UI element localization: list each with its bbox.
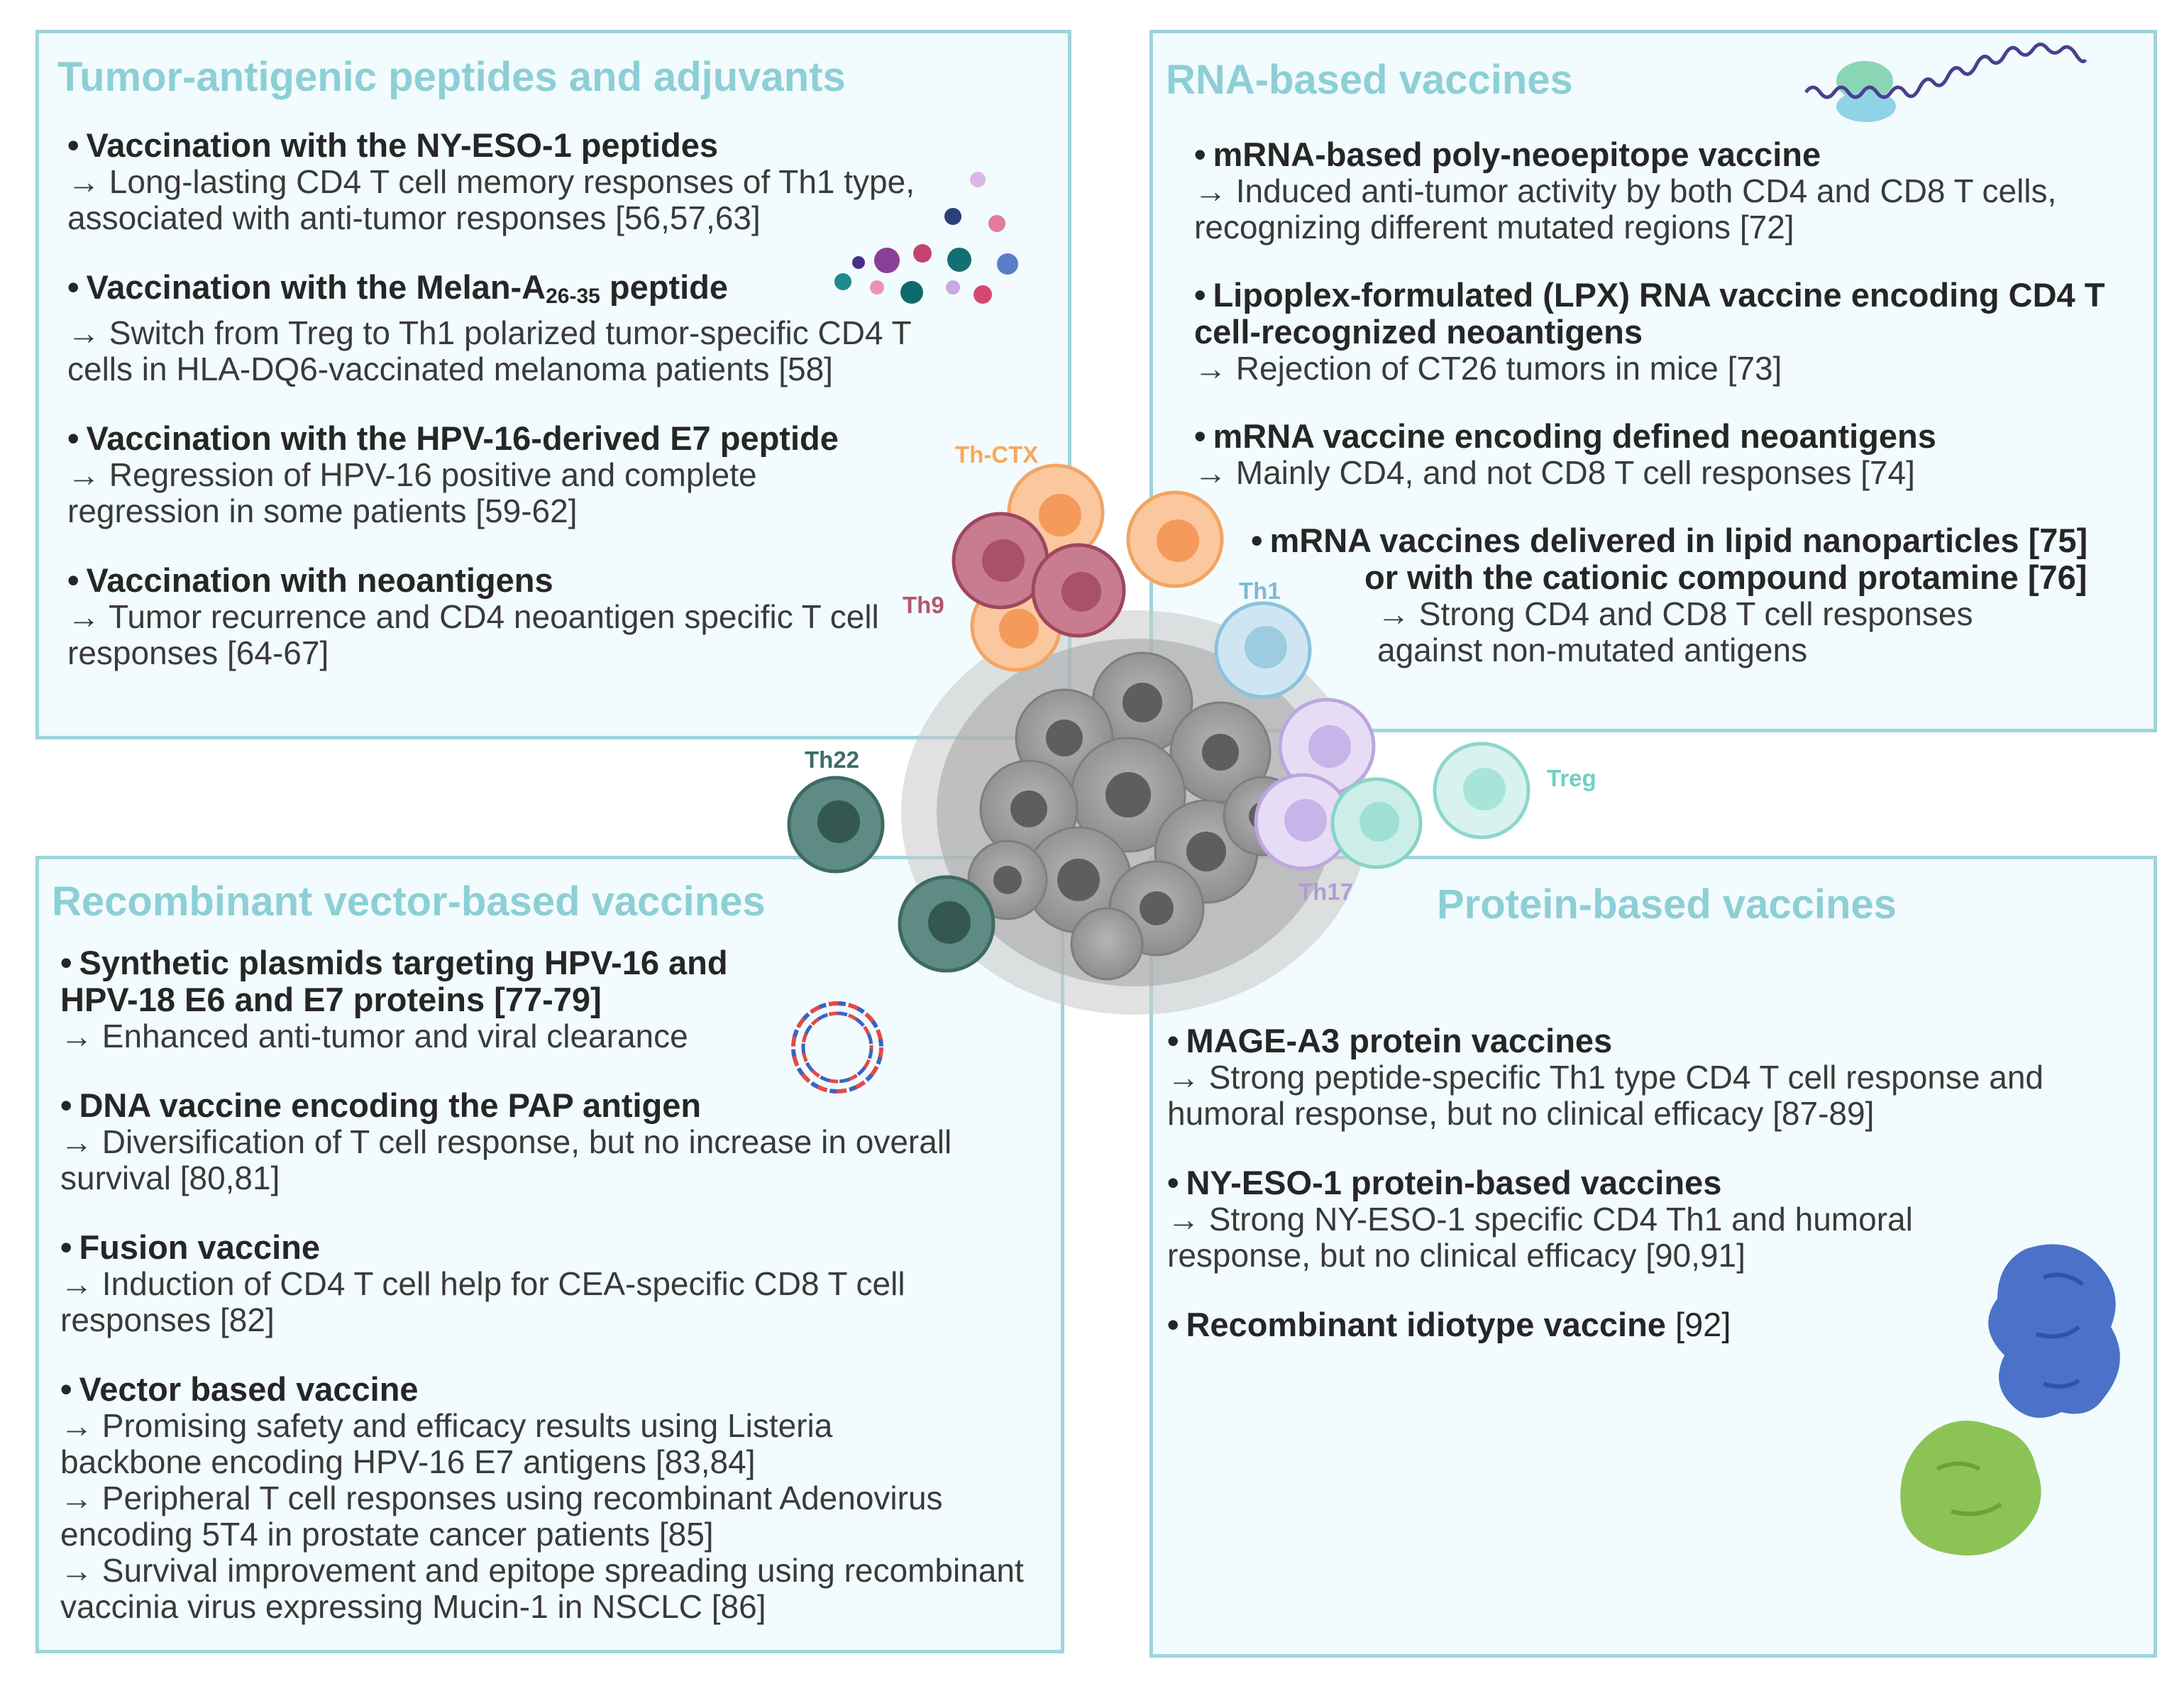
- entry-body: → Mainly CD4, and not CD8 T cell respons…: [1194, 454, 1915, 491]
- entry-title: DNA vaccine encoding the PAP antigen: [79, 1086, 702, 1124]
- th9-cells-icon: [952, 512, 1126, 638]
- th17-cells-icon: [1254, 698, 1376, 871]
- entry-list-peptides: •Vaccination with the NY-ESO-1 peptides …: [67, 127, 976, 704]
- entry-body: → Long-lasting CD4 T cell memory respons…: [67, 163, 915, 236]
- entry-body-adenovirus: → Peripheral T cell responses using reco…: [60, 1480, 943, 1553]
- entry-body: → Strong NY-ESO-1 specific CD4 Th1 and h…: [1167, 1201, 1913, 1274]
- entry-body: → Switch from Treg to Th1 polarized tumo…: [67, 314, 911, 387]
- entry-idiotype: •Recombinant idiotype vaccine [92]: [1167, 1306, 1731, 1343]
- mrna-ribosome-icon: [1804, 43, 2088, 122]
- entry-ny-eso-1-protein: •NY-ESO-1 protein-based vaccines → Stron…: [1167, 1164, 2153, 1274]
- entry-poly-neoepitope: •mRNA-based poly-neoepitope vaccine → In…: [1194, 136, 2145, 246]
- label-th9: Th9: [903, 592, 944, 618]
- label-th-ctx: Th-CTX: [955, 441, 1039, 468]
- entry-title: Synthetic plasmids targeting HPV-16 and …: [60, 944, 728, 1018]
- th22-cells-icon: [787, 776, 996, 973]
- entry-body-listeria: → Promising safety and efficacy results …: [60, 1407, 833, 1480]
- entry-body: → Diversification of T cell response, bu…: [60, 1123, 952, 1196]
- entry-lpx-rna: •Lipoplex-formulated (LPX) RNA vaccine e…: [1194, 277, 2145, 387]
- panel-title-protein: Protein-based vaccines: [1437, 881, 1897, 927]
- entry-title: mRNA-based poly-neoepitope vaccine: [1213, 136, 1821, 173]
- label-treg: Treg: [1547, 765, 1596, 791]
- entry-title: Vaccination with the HPV-16-derived E7 p…: [86, 419, 839, 457]
- entry-body: → Regression of HPV-16 positive and comp…: [67, 456, 757, 529]
- tumor-cluster-icon: [901, 610, 1369, 1015]
- panel-peptides: Tumor-antigenic peptides and adjuvants •…: [35, 30, 1071, 739]
- label-th22: Th22: [805, 747, 860, 773]
- entry-melan-a: •Vaccination with the Melan-A26-35 pepti…: [67, 269, 976, 387]
- entry-title: Vaccination with neoantigens: [86, 561, 553, 599]
- entry-body-vaccinia: → Survival improvement and epitope sprea…: [60, 1552, 1024, 1625]
- entry-body: → Induced anti-tumor activity by both CD…: [1194, 172, 2057, 246]
- panel-title-rna: RNA-based vaccines: [1166, 57, 1573, 103]
- entry-body: → Enhanced anti-tumor and viral clearanc…: [60, 1018, 688, 1054]
- entry-title: Recombinant idiotype vaccine: [1186, 1306, 1666, 1343]
- entry-list-protein: •MAGE-A3 protein vaccines → Strong pepti…: [1167, 1023, 2153, 1376]
- panel-vector: Recombinant vector-based vaccines •Synth…: [35, 856, 1064, 1653]
- entry-title: Vaccination with the NY-ESO-1 peptides: [86, 126, 719, 164]
- entry-title-line1: mRNA vaccines delivered in lipid nanopar…: [1269, 522, 2088, 559]
- entry-title: Vector based vaccine: [79, 1370, 419, 1408]
- protein-green-icon: [1900, 1421, 2041, 1555]
- panel-title-peptides: Tumor-antigenic peptides and adjuvants: [57, 54, 846, 100]
- entry-ny-eso-1-peptides: •Vaccination with the NY-ESO-1 peptides …: [67, 127, 976, 236]
- entry-title-line2: or with the cationic compound protamine …: [1364, 558, 2088, 596]
- label-th17: Th17: [1298, 878, 1354, 905]
- entry-title: Fusion vaccine: [79, 1228, 321, 1266]
- entry-hpv16-e7: •Vaccination with the HPV-16-derived E7 …: [67, 420, 976, 529]
- entry-title: NY-ESO-1 protein-based vaccines: [1186, 1164, 1722, 1201]
- th1-cell-icon: [1214, 601, 1312, 699]
- panel-rna: RNA-based vaccines •mRNA-based poly-neoe…: [1149, 30, 2157, 732]
- entry-fusion-vaccine: •Fusion vaccine → Induction of CD4 T cel…: [60, 1229, 1068, 1338]
- entry-body: → Induction of CD4 T cell help for CEA-s…: [60, 1265, 905, 1338]
- protein-blue-icon: [1988, 1244, 2120, 1418]
- entry-body: → Strong peptide-specific Th1 type CD4 T…: [1167, 1059, 2044, 1132]
- entry-title: mRNA vaccine encoding defined neoantigen…: [1213, 417, 1936, 455]
- dna-plasmid-icon: [791, 1001, 883, 1094]
- entry-neoantigens: •Vaccination with neoantigens → Tumor re…: [67, 562, 976, 671]
- entry-defined-neoantigens: •mRNA vaccine encoding defined neoantige…: [1194, 418, 2145, 491]
- entry-mage-a3: •MAGE-A3 protein vaccines → Strong pepti…: [1167, 1023, 2153, 1132]
- panel-title-vector: Recombinant vector-based vaccines: [52, 878, 766, 925]
- entry-ref: [92]: [1665, 1306, 1731, 1343]
- entry-body: → Strong CD4 and CD8 T cell responses ag…: [1377, 595, 1973, 668]
- entry-body: → Tumor recurrence and CD4 neoantigen sp…: [67, 598, 879, 671]
- peptide-molecules-icon: [834, 172, 1018, 304]
- entry-body: → Rejection of CT26 tumors in mice [73]: [1194, 350, 1782, 387]
- entry-dna-pap: •DNA vaccine encoding the PAP antigen → …: [60, 1087, 1068, 1196]
- entry-synthetic-plasmids: •Synthetic plasmids targeting HPV-16 and…: [60, 944, 1068, 1054]
- entry-lipid-nanoparticles: •mRNA vaccines delivered in lipid nanopa…: [1251, 522, 2145, 668]
- entry-list-rna: •mRNA-based poly-neoepitope vaccine → In…: [1194, 136, 2145, 700]
- entry-title: Vaccination with the Melan-A26-35 peptid…: [86, 268, 729, 309]
- entry-title: MAGE-A3 protein vaccines: [1186, 1022, 1613, 1059]
- treg-cells-icon: [1330, 742, 1531, 869]
- entry-list-vector: •Synthetic plasmids targeting HPV-16 and…: [60, 944, 1068, 1658]
- label-th1: Th1: [1239, 578, 1281, 604]
- entry-vector-based: •Vector based vaccine → Promising safety…: [60, 1371, 1068, 1625]
- entry-title: Lipoplex-formulated (LPX) RNA vaccine en…: [1194, 276, 2105, 351]
